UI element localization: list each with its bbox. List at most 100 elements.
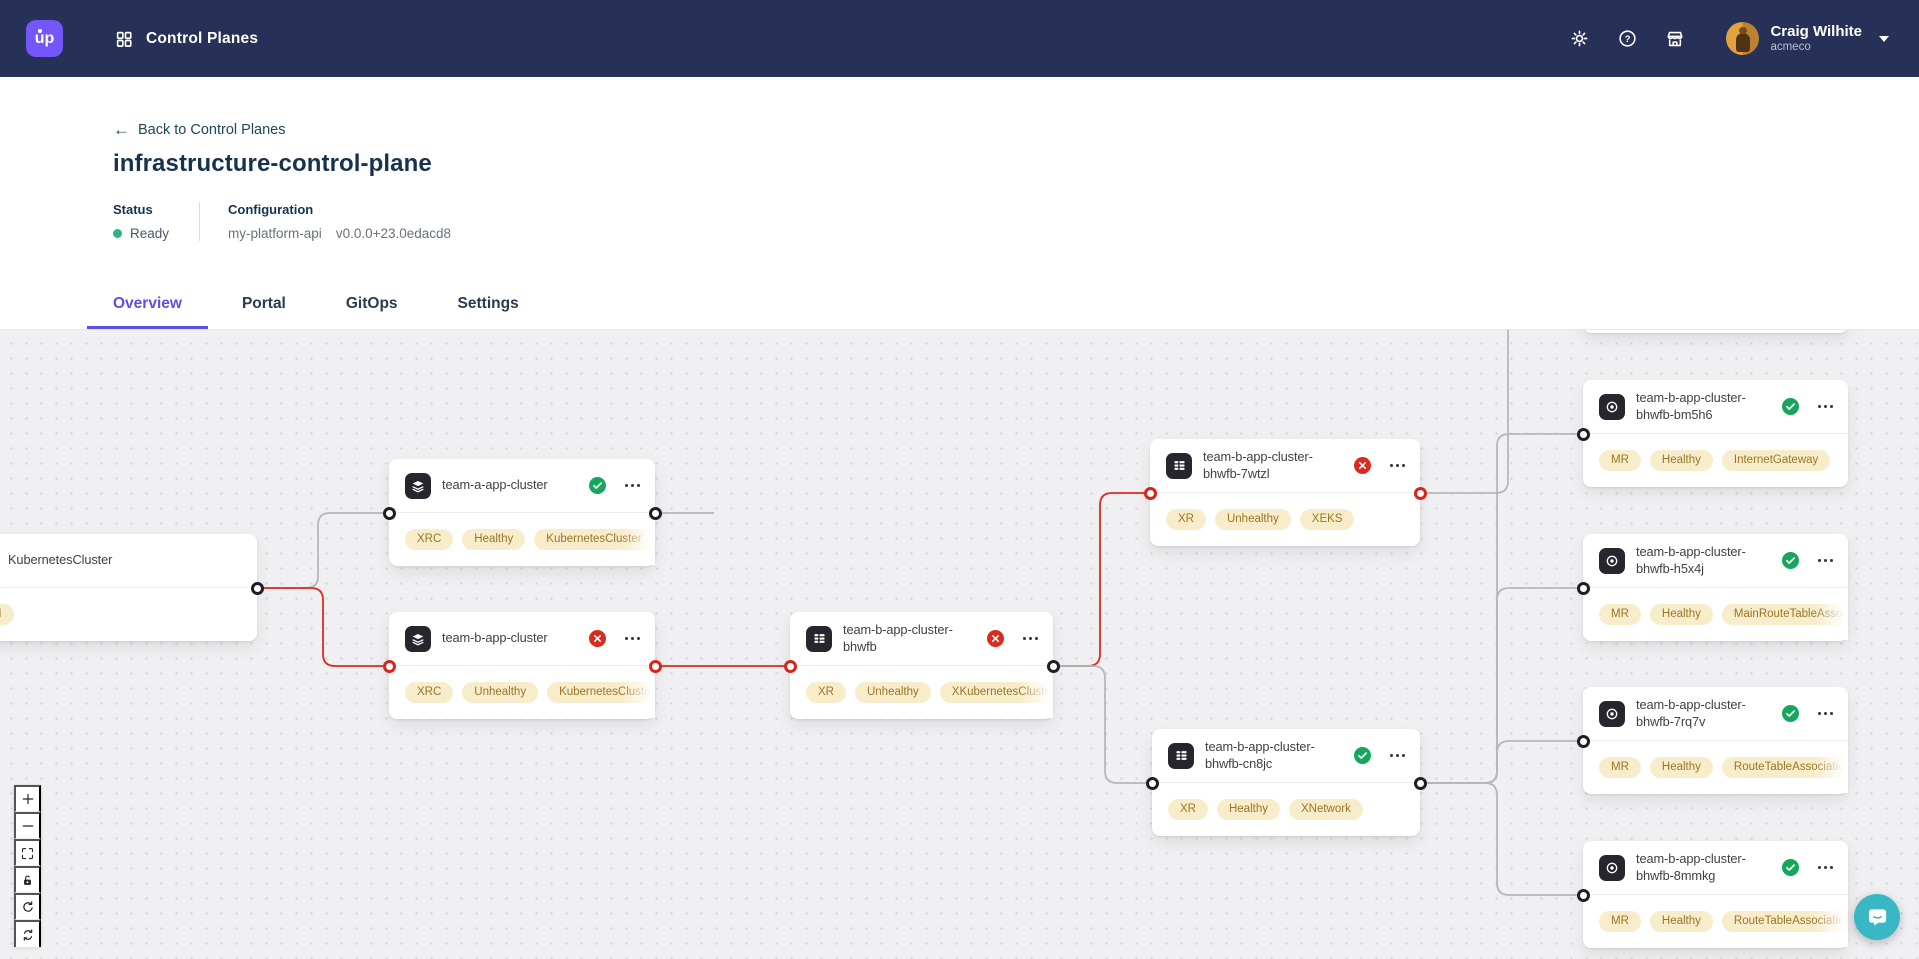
status-value: Ready [130,226,170,241]
node-handle-left[interactable] [1143,486,1157,500]
back-link[interactable]: ← Back to Control Planes [113,120,286,139]
logo-dot-icon [38,29,42,33]
zoom-in-button[interactable] [14,785,41,812]
node-badge: MR [1599,603,1641,625]
node-badge: InternetGateway [1721,449,1831,471]
meta-row: Status Ready Configuration my-platform-a… [113,202,1919,241]
status-ready-dot [113,229,122,238]
node-handle-right[interactable] [1413,776,1427,790]
node-more-menu-button[interactable] [623,633,642,644]
user-name: Craig Wilhite [1770,23,1862,41]
fit-view-button[interactable] [14,839,41,866]
node-more-menu-button[interactable] [1816,401,1835,412]
managed-resource-icon [1599,700,1625,727]
rotate-button[interactable] [14,893,41,920]
logo-text: up [34,29,55,47]
top-navbar: up Control Planes ? Craig Wilhite acmeco [0,0,1919,77]
node-more-menu-button[interactable] [1816,862,1835,873]
edge-kubernetescluster-to-team-a-app-cluster [257,512,389,589]
upbound-logo[interactable]: up [26,20,63,57]
node-title: team-b-app-cluster-bhwfb-8mmkg [1636,850,1746,883]
node-badge-row: API [0,588,257,640]
node-handle-left[interactable] [382,506,396,520]
node-more-menu-button[interactable] [1816,708,1835,719]
page-title: infrastructure-control-plane [113,150,432,177]
node-title: team-b-app-cluster [442,630,548,646]
node-more-menu-button[interactable] [1816,555,1835,566]
node-handle-left[interactable] [1576,734,1590,748]
node-card-kubernetescluster[interactable]: KKubernetesClusterAPI [0,534,264,641]
avatar [1726,22,1760,55]
back-arrow-icon: ← [113,120,130,139]
unhealthy-icon [588,630,606,647]
sync-button[interactable] [14,920,41,947]
unhealthy-icon [1353,457,1371,474]
tab-settings[interactable]: Settings [457,295,519,312]
badge-fade-overlay [1019,666,1053,718]
composite-resource-icon [806,625,832,652]
node-card-offscreen-node[interactable] [1583,330,1848,333]
graph-canvas[interactable]: KKubernetesClusterAPI team-a-app-clusterX… [0,329,1919,959]
configuration-label: Configuration [228,202,314,217]
node-handle-left[interactable] [1576,581,1590,595]
node-handle-left[interactable] [382,659,396,673]
node-badge: API [0,603,14,625]
node-handle-left[interactable] [1576,427,1590,441]
node-badge: XNetwork [1288,798,1363,820]
marketplace-store-icon[interactable] [1664,28,1686,50]
edge-team-b-app-cluster-bhwfb-cn8jc-to-team-b-app-cluster-bhwfb-bm5h6 [1420,433,1583,784]
healthy-icon [1781,552,1799,569]
node-badge: XRC [405,528,454,550]
node-handle-right[interactable] [648,506,662,520]
page-header: ← Back to Control Planes infrastructure-… [0,77,1919,329]
node-badge: XR [1168,798,1208,820]
node-handle-left[interactable] [1145,776,1159,790]
settings-gear-icon[interactable] [1568,28,1590,50]
chat-launcher-button[interactable] [1854,894,1900,940]
unhealthy-icon [986,630,1004,647]
user-menu[interactable]: Craig Wilhite acmeco [1726,22,1889,55]
node-title: team-b-app-cluster-bhwfb-7rq7v [1636,696,1746,729]
node-more-menu-button[interactable] [1388,460,1407,471]
tab-portal[interactable]: Portal [241,295,286,312]
node-handle-left[interactable] [783,659,797,673]
status-label: Status [113,202,153,217]
healthy-icon [1353,747,1371,764]
node-handle-left[interactable] [1576,888,1590,902]
node-handle-right[interactable] [1046,659,1060,673]
node-handle-right[interactable] [1413,486,1427,500]
node-badge: Healthy [1649,910,1713,932]
node-handle-right[interactable] [648,659,662,673]
tab-overview[interactable]: Overview [87,285,208,329]
app-title: Control Planes [146,29,259,47]
zoom-out-button[interactable] [14,812,41,839]
apps-grid-icon[interactable] [113,28,135,50]
tab-bar: Overview Portal GitOps Settings [87,285,545,329]
node-badge-row: MRHealthyMainRouteTableAssociation [1583,588,1848,640]
chat-bubble-icon [1868,908,1886,926]
tab-gitops[interactable]: GitOps [345,295,398,312]
node-more-menu-button[interactable] [623,480,642,491]
lock-button[interactable] [14,866,41,893]
node-title: team-b-app-cluster-bhwfb-7wtzl [1203,448,1313,481]
node-more-menu-button[interactable] [1388,750,1407,761]
node-title: team-b-app-cluster-bhwfb-h5x4j [1636,543,1746,576]
node-badge: Unhealthy [1214,508,1291,530]
configuration-name: my-platform-api [228,226,322,241]
help-icon[interactable]: ? [1616,28,1638,50]
node-more-menu-button[interactable] [1021,633,1040,644]
node-badge: Healthy [1649,756,1713,778]
node-handle-right[interactable] [250,581,264,595]
badge-fade-overlay [621,513,655,565]
